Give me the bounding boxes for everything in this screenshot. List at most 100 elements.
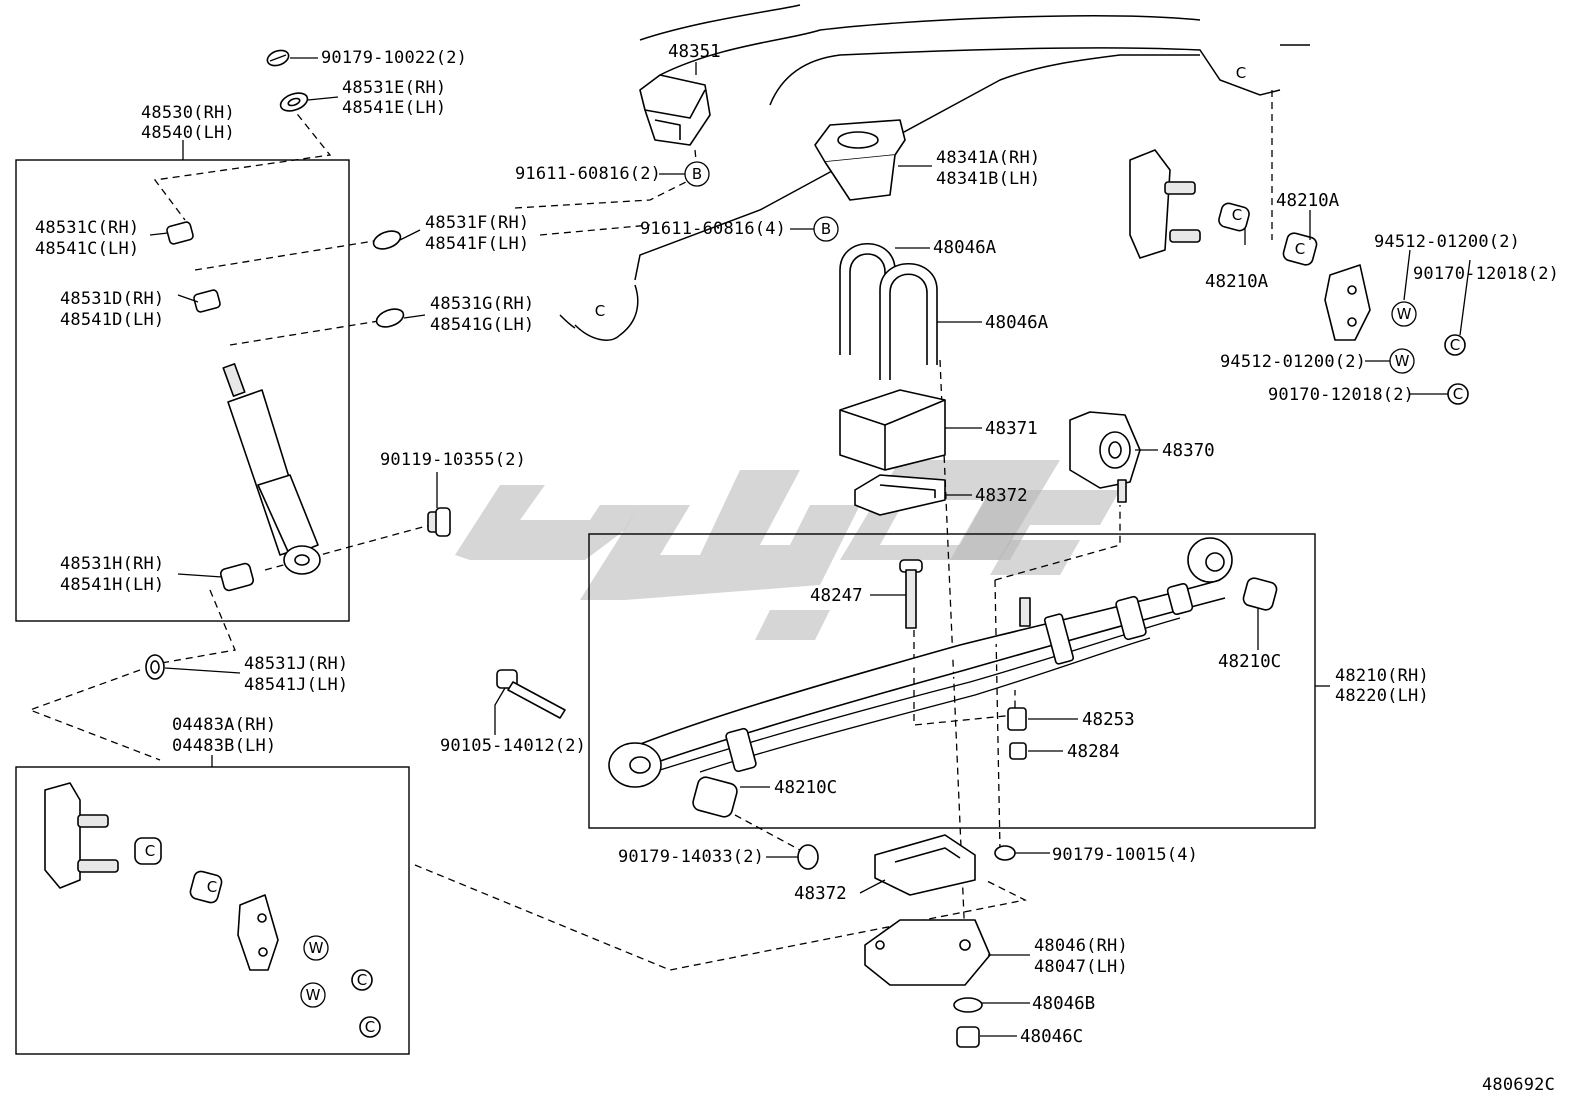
label-48530: 48530(RH) xyxy=(141,103,235,123)
label-48531e: 48531E(RH) xyxy=(342,78,446,98)
washer-48046b[interactable] xyxy=(953,997,983,1013)
leaf-spring-group-box xyxy=(588,533,1316,829)
shackle-plate-box-right[interactable] xyxy=(237,894,279,971)
label-48531c: 48531C(RH) xyxy=(35,218,139,238)
label-48541c: 48541C(LH) xyxy=(35,239,139,259)
marker-c-nut-box-a: C xyxy=(357,971,367,989)
spring-seat-48371[interactable] xyxy=(839,389,946,471)
label-48341a: 48341A(RH) xyxy=(936,148,1040,168)
bushing-48531c[interactable] xyxy=(166,221,194,245)
marker-b-lower: B xyxy=(813,216,839,242)
svg-text:W: W xyxy=(309,939,324,957)
label-94512-01200-top: 94512-01200(2) xyxy=(1374,232,1520,252)
bolt-90119-10355[interactable] xyxy=(427,507,451,537)
nut-box-a[interactable] xyxy=(351,969,373,991)
label-48541h: 48541H(LH) xyxy=(60,575,164,595)
marker-c-nut-right-bottom: C xyxy=(1453,385,1463,403)
nut-90179-10015[interactable] xyxy=(994,845,1016,861)
label-48046a-front: 48046A xyxy=(933,238,997,258)
marker-c-bushing-top: C xyxy=(1232,206,1242,224)
bushing-48531d[interactable] xyxy=(193,289,221,313)
label-48531d: 48531D(RH) xyxy=(60,289,164,309)
nut-90170-12018-top[interactable] xyxy=(1444,334,1466,356)
label-48253: 48253 xyxy=(1082,710,1135,730)
nut-90179-14033[interactable] xyxy=(797,844,819,870)
nut-48284[interactable] xyxy=(1009,742,1027,760)
bracket-48341[interactable] xyxy=(814,119,906,201)
label-48531g: 48531G(RH) xyxy=(430,294,534,314)
bushing-48210c-left[interactable] xyxy=(691,775,738,818)
marker-c-nut-box-b: C xyxy=(365,1018,375,1036)
label-04483a: 04483A(RH) xyxy=(172,715,276,735)
shackle-plate-box-left[interactable] xyxy=(44,782,119,889)
diagram-id: 480692C xyxy=(1482,1075,1555,1095)
label-90119-10355: 90119-10355(2) xyxy=(380,450,526,470)
marker-c-top-right: C xyxy=(1236,64,1246,82)
vehicle-body-outline xyxy=(559,4,1310,341)
label-48284: 48284 xyxy=(1067,742,1120,762)
shackle-plate-mid-right[interactable] xyxy=(1324,264,1371,341)
label-90105-14012: 90105-14012(2) xyxy=(440,736,586,756)
shackle-plate-top-right[interactable] xyxy=(1129,149,1201,259)
bushing-box-left-b[interactable] xyxy=(189,870,223,904)
bushing-48210c-right[interactable] xyxy=(1242,577,1278,612)
bushing-48531h[interactable] xyxy=(219,562,255,592)
spring-pad-48372-bottom[interactable] xyxy=(874,834,976,896)
assembly-guide-lines xyxy=(28,90,1273,971)
label-48046c: 48046C xyxy=(1020,1027,1083,1047)
label-48541f: 48541F(LH) xyxy=(425,234,529,254)
marker-w-box-b: W xyxy=(300,982,326,1008)
label-48047: 48047(LH) xyxy=(1034,957,1128,977)
marker-c-left: C xyxy=(595,302,605,320)
washer-48531g[interactable] xyxy=(374,306,406,331)
shock-absorber[interactable] xyxy=(222,363,321,575)
marker-c-bushing-bottom: C xyxy=(1295,240,1305,258)
svg-text:W: W xyxy=(1397,305,1412,323)
leaf-spring-48210[interactable] xyxy=(608,537,1233,788)
label-48247: 48247 xyxy=(810,586,863,606)
label-48371: 48371 xyxy=(985,419,1038,439)
label-48220: 48220(LH) xyxy=(1335,686,1429,706)
washer-48531j[interactable] xyxy=(145,654,165,680)
label-94512-01200-mid: 94512-01200(2) xyxy=(1220,352,1366,372)
marker-c-box-a: C xyxy=(145,842,155,860)
nut-box-b[interactable] xyxy=(359,1016,381,1038)
label-90170-12018-bottom: 90170-12018(2) xyxy=(1268,385,1414,405)
label-91611-60816-4: 91611-60816(4) xyxy=(640,219,786,239)
nut-48046c[interactable] xyxy=(956,1026,980,1048)
label-48046: 48046(RH) xyxy=(1034,936,1128,956)
marker-b-upper: B xyxy=(684,161,710,187)
label-48541e: 48541E(LH) xyxy=(342,98,446,118)
label-48046a-rear: 48046A xyxy=(985,313,1049,333)
label-48351: 48351 xyxy=(668,42,721,62)
label-48541j: 48541J(LH) xyxy=(244,675,348,695)
u-bolt-plate-48046[interactable] xyxy=(864,919,991,986)
bolt-90105-14012[interactable] xyxy=(496,669,566,719)
label-48341b: 48341B(LH) xyxy=(936,169,1040,189)
label-48210a-bottom: 48210A xyxy=(1205,272,1269,292)
label-48540: 48540(LH) xyxy=(141,123,235,143)
spacer-48253[interactable] xyxy=(1007,707,1027,731)
spring-hanger-48370[interactable] xyxy=(1069,411,1141,503)
svg-text:W: W xyxy=(306,986,321,1004)
u-bolt-48046a-rear[interactable] xyxy=(879,262,938,380)
spring-pad-48372-top[interactable] xyxy=(854,474,946,516)
label-48372-top: 48372 xyxy=(975,486,1028,506)
svg-text:B: B xyxy=(821,220,831,238)
bushing-48210a-top[interactable] xyxy=(1217,202,1250,232)
svg-text:B: B xyxy=(692,165,702,183)
bump-stopper-48351[interactable] xyxy=(639,74,711,146)
label-48210a-top: 48210A xyxy=(1276,191,1340,211)
label-48210c-left: 48210C xyxy=(774,778,837,798)
washer-48531f[interactable] xyxy=(371,228,403,253)
svg-text:W: W xyxy=(1395,352,1410,370)
marker-c-nut-right-top: C xyxy=(1450,336,1460,354)
washer-48531e[interactable] xyxy=(278,90,310,115)
label-48531h: 48531H(RH) xyxy=(60,554,164,574)
bushing-box-left-a[interactable] xyxy=(134,837,162,865)
label-48531j: 48531J(RH) xyxy=(244,654,348,674)
center-bolt-48247[interactable] xyxy=(899,559,923,629)
bushing-48210a-bottom[interactable] xyxy=(1282,232,1318,267)
nut-90179-10022[interactable] xyxy=(265,48,290,69)
